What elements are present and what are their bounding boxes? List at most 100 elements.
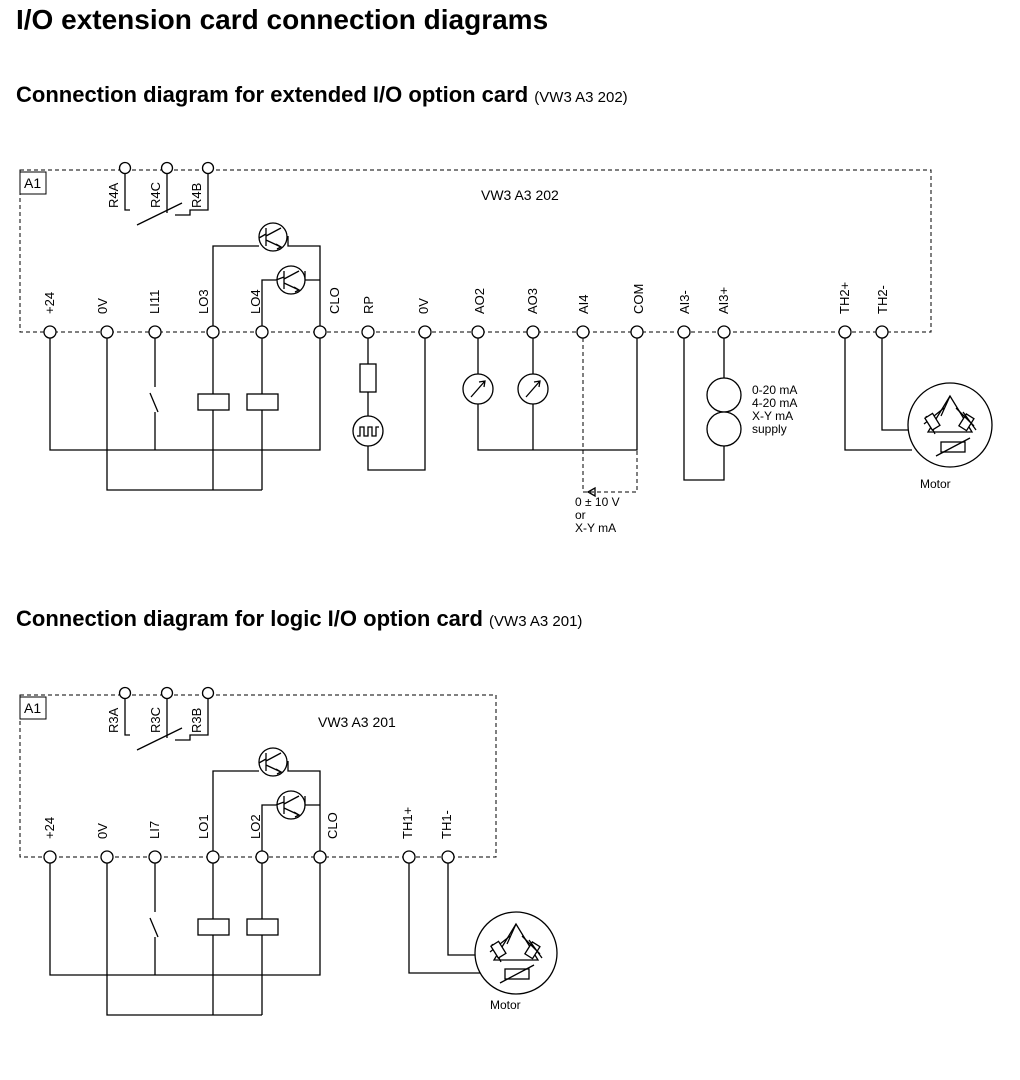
transistor-symbol	[261, 790, 320, 857]
terminal-connector[interactable]	[418, 325, 432, 339]
terminal-connector[interactable]	[255, 850, 269, 864]
input-note: 0 ± 10 V or X-Y mA	[575, 495, 623, 535]
card-boundary	[19, 169, 932, 333]
terminal-label: +24	[42, 817, 57, 839]
terminal-label: LO1	[196, 814, 211, 839]
analog-meter-icon	[462, 373, 494, 405]
relay-coil	[246, 918, 279, 936]
terminal-connector[interactable]	[100, 325, 114, 339]
terminal-label: CLO	[327, 287, 342, 314]
terminal-connector[interactable]	[206, 325, 220, 339]
terminal-connector[interactable]	[875, 325, 889, 339]
external-wiring	[49, 338, 918, 493]
relay-terminal[interactable]	[201, 161, 215, 175]
terminal-label: AI4	[576, 294, 591, 314]
motor-icon	[474, 911, 558, 995]
terminal-connector[interactable]	[100, 850, 114, 864]
box-label-frame	[19, 171, 47, 195]
card-boundary	[19, 694, 497, 858]
relay-label: R3C	[148, 707, 163, 733]
analog-meter-icon	[517, 373, 549, 405]
relay-terminal[interactable]	[118, 161, 132, 175]
terminal-label: AO3	[525, 288, 540, 314]
page-title: I/O extension card connection diagrams	[16, 4, 549, 35]
motor-label: Motor	[490, 998, 521, 1012]
terminal-connector[interactable]	[43, 850, 57, 864]
box-label-frame	[19, 696, 47, 720]
terminal-connector[interactable]	[630, 325, 644, 339]
terminal-label: RP	[361, 296, 376, 314]
relay-coil	[197, 918, 230, 936]
terminal-label: TH2+	[837, 282, 852, 314]
terminal-connector[interactable]	[717, 325, 731, 339]
relay-coil	[197, 393, 230, 411]
section-heading-text: Connection diagram for extended I/O opti…	[16, 82, 529, 107]
relay-label: R4C	[148, 182, 163, 208]
terminal-connector[interactable]	[838, 325, 852, 339]
terminal-connector[interactable]	[148, 325, 162, 339]
logic-io-diagram: A1 VW3 A3 201 R3A R3C R3B +24 0V LI7 LO1…	[19, 686, 558, 1016]
transistor-symbol	[212, 747, 321, 857]
arrow-icon	[586, 486, 596, 498]
terminal-connector[interactable]	[526, 325, 540, 339]
terminal-label: TH2-	[875, 285, 890, 314]
pulse-generator-icon	[352, 415, 384, 447]
card-reference: (VW3 A3 201)	[489, 613, 583, 630]
terminal-connector[interactable]	[402, 850, 416, 864]
terminal-label: TH1+	[400, 807, 415, 839]
motor-label: Motor	[920, 477, 951, 491]
relay-label: R4A	[106, 182, 121, 208]
terminal-strip	[43, 850, 455, 864]
relay-label: R4B	[189, 183, 204, 208]
card-reference: (VW3 A3 202)	[534, 89, 628, 106]
terminal-label: LI11	[147, 290, 162, 314]
relay-label: R3A	[106, 707, 121, 733]
relay-coil	[246, 393, 279, 411]
terminal-label: CLO	[325, 812, 340, 839]
terminal-connector[interactable]	[361, 325, 375, 339]
motor-icon	[907, 382, 993, 468]
card-name: VW3 A3 202	[481, 187, 559, 203]
relay-terminal[interactable]	[160, 686, 174, 700]
terminal-strip	[43, 325, 889, 339]
section-heading-logic: Connection diagram for logic I/O option …	[16, 606, 582, 632]
relay-label: R3B	[189, 708, 204, 733]
terminal-label: 0V	[95, 298, 110, 314]
current-source-icon	[706, 377, 742, 447]
terminal-label: AI3+	[716, 287, 731, 314]
box-label: A1	[24, 700, 41, 716]
relay-contact	[118, 161, 215, 226]
resistor-symbol	[359, 363, 377, 393]
terminal-connector[interactable]	[576, 325, 590, 339]
terminal-label: 0V	[95, 823, 110, 839]
terminal-label: AI3-	[677, 290, 692, 314]
terminal-connector[interactable]	[471, 325, 485, 339]
section-heading-text: Connection diagram for logic I/O option …	[16, 606, 483, 631]
terminal-label: LO4	[248, 289, 263, 314]
terminal-label: LO2	[248, 814, 263, 839]
relay-terminal[interactable]	[160, 161, 174, 175]
terminal-connector[interactable]	[313, 850, 327, 864]
terminal-label: AO2	[472, 288, 487, 314]
extended-io-diagram: A1 VW3 A3 202 R4A R4C R4B +24 0V LI11 LO…	[19, 161, 993, 535]
terminal-connector[interactable]	[441, 850, 455, 864]
terminal-connector[interactable]	[313, 325, 327, 339]
terminal-connector[interactable]	[43, 325, 57, 339]
transistor-symbol	[261, 265, 320, 332]
relay-contact	[118, 686, 215, 751]
terminal-label: LI7	[147, 821, 162, 839]
section-heading-extended: Connection diagram for extended I/O opti…	[16, 82, 628, 108]
terminal-label: COM	[631, 284, 646, 314]
relay-terminal[interactable]	[118, 686, 132, 700]
terminal-connector[interactable]	[148, 850, 162, 864]
terminal-label: 0V	[416, 298, 431, 314]
terminal-connector[interactable]	[255, 325, 269, 339]
terminal-connector[interactable]	[206, 850, 220, 864]
card-name: VW3 A3 201	[318, 714, 396, 730]
terminal-label: +24	[42, 292, 57, 314]
relay-terminal[interactable]	[201, 686, 215, 700]
external-wiring	[49, 863, 482, 1016]
transistor-symbol	[212, 222, 321, 332]
box-label: A1	[24, 175, 41, 191]
terminal-connector[interactable]	[677, 325, 691, 339]
